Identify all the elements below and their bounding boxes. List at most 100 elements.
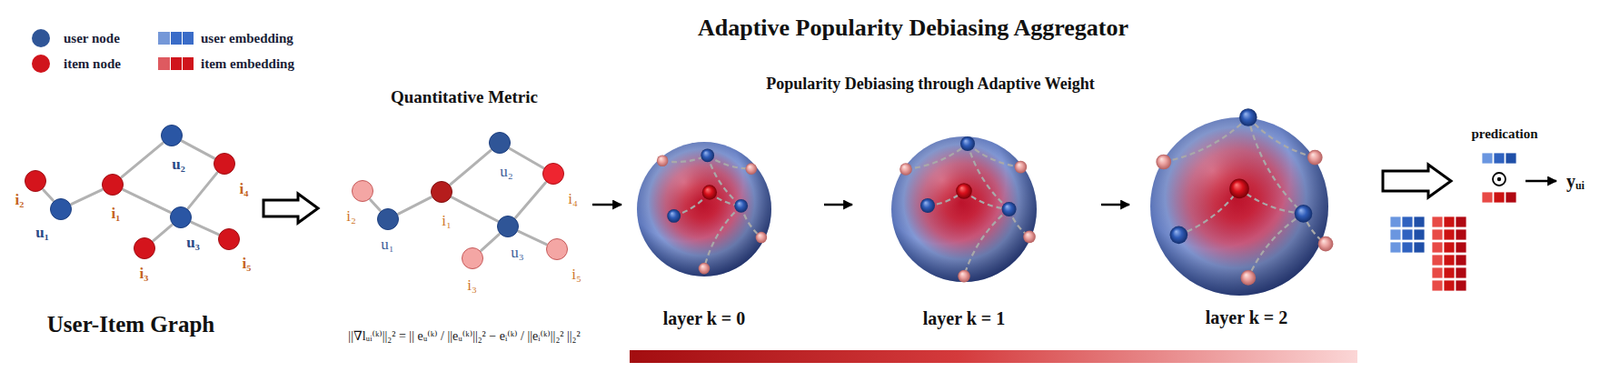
embedding-strip <box>1431 254 1467 266</box>
graph-node: u₃ <box>496 215 519 238</box>
embedding-strip <box>1431 279 1467 291</box>
embedding-cell <box>1443 254 1455 266</box>
embedding-strip <box>1481 152 1517 164</box>
node-label: i₃ <box>139 264 150 282</box>
embedding-cell <box>1401 228 1413 240</box>
node-label-holder: u₂ <box>499 162 513 181</box>
embedding-cell <box>1481 191 1493 203</box>
embedding-cell <box>1505 191 1517 203</box>
sphere-body <box>891 136 1037 282</box>
graph-edge <box>518 230 547 244</box>
embedding-ball <box>1023 230 1036 244</box>
embedding-cell <box>1401 216 1413 228</box>
embedding-ball <box>960 136 975 151</box>
embedding-cell <box>1413 241 1425 253</box>
legend-swatch <box>158 31 194 45</box>
graph-edge <box>509 148 543 168</box>
node-label-holder: i₁ <box>441 211 452 230</box>
node-label: i₃ <box>467 276 478 294</box>
node-label: u₂ <box>499 162 513 180</box>
embedding-ball <box>1318 236 1334 252</box>
hollow-arrow <box>263 193 319 223</box>
node-label-holder: i₁ <box>111 204 121 223</box>
swatch-divider <box>169 57 171 70</box>
embedding-strip <box>1431 216 1467 228</box>
node-label-holder: i₅ <box>571 265 582 284</box>
embedding-ball <box>700 148 715 162</box>
embedding-cell <box>1455 279 1467 291</box>
node-label-holder: i₂ <box>346 207 357 226</box>
graph-node: i₃ <box>133 237 156 259</box>
figure-title-holder: Adaptive Popularity Debiasing Aggregator <box>697 14 1129 42</box>
embedding-strip <box>1390 228 1425 240</box>
embedding-cell <box>1390 228 1402 240</box>
embedding-cell <box>1481 152 1493 164</box>
embedding-sphere <box>636 141 772 277</box>
embedding-cell <box>1413 228 1425 240</box>
graph-node: i₅ <box>218 228 240 250</box>
node-label: i₂ <box>15 190 25 209</box>
embedding-cell <box>1493 191 1505 203</box>
graph-node: i₄ <box>542 162 565 185</box>
node-label: u₂ <box>171 155 186 173</box>
node-label-holder: i₃ <box>139 264 150 283</box>
hadamard-symbol <box>1492 172 1506 186</box>
legend-label-holder: user embedding <box>200 29 294 47</box>
embedding-cell <box>1431 267 1443 279</box>
embedding-strip <box>1481 191 1517 203</box>
embedding-cell <box>1455 228 1467 240</box>
node-label: i₄ <box>567 189 578 208</box>
dashed-link <box>704 205 742 269</box>
embedding-cell <box>1443 241 1455 253</box>
graph-edge <box>123 189 171 213</box>
embedding-cell <box>1455 254 1467 266</box>
legend-label: item node <box>63 56 121 71</box>
node-label: i₁ <box>441 211 452 229</box>
graph-edge <box>398 197 432 214</box>
gradient-bar <box>629 349 1358 363</box>
panel-caption-holder: User-Item Graph <box>47 311 215 338</box>
flow-arrow <box>1525 179 1557 183</box>
embedding-ball <box>745 162 758 175</box>
graph-edge <box>71 189 103 205</box>
panel-heading: Quantitative Metric <box>390 87 538 107</box>
dashed-link <box>905 143 968 169</box>
graph-node: i₅ <box>546 238 568 260</box>
node-label: i₄ <box>239 179 249 198</box>
sphere-body <box>1150 117 1329 296</box>
layer-label: layer k = 2 <box>1205 307 1288 328</box>
embedding-cell <box>1493 152 1505 164</box>
embedding-strip <box>1431 267 1467 279</box>
node-label: u₁ <box>35 223 50 241</box>
node-label-holder: u₁ <box>35 223 50 242</box>
embedding-ball <box>920 198 935 213</box>
graph-node: i₁ <box>101 173 124 196</box>
embedding-ball <box>755 231 768 244</box>
node-label: u₃ <box>186 233 200 251</box>
figure-title: Adaptive Popularity Debiasing Aggregator <box>697 14 1129 41</box>
legend-label-holder: item node <box>63 55 121 72</box>
embedding-ball <box>656 154 669 167</box>
dashed-link <box>662 155 708 162</box>
embedding-ball <box>1170 226 1189 245</box>
embedding-cell <box>1413 216 1425 228</box>
output-label: yᵤᵢ <box>1566 170 1585 191</box>
dashed-link <box>967 143 1010 209</box>
dashed-link <box>963 208 1010 277</box>
graph-node: i₃ <box>461 247 484 269</box>
hadamard-dot <box>1497 177 1501 181</box>
embedding-ball <box>899 162 913 176</box>
sphere-shade <box>1150 117 1329 296</box>
graph-node: i₂ <box>24 169 47 192</box>
node-label: i₂ <box>346 207 357 225</box>
embedding-ball <box>734 198 748 213</box>
dashed-link <box>1248 117 1316 158</box>
node-label: i₅ <box>571 265 582 283</box>
node-label: u₁ <box>380 235 394 253</box>
embedding-cell <box>1431 241 1443 253</box>
legend-label-holder: user node <box>63 29 120 47</box>
graph-node: u₂ <box>160 124 183 147</box>
embedding-sphere <box>1150 108 1333 296</box>
graph-node: u₁ <box>49 198 72 220</box>
